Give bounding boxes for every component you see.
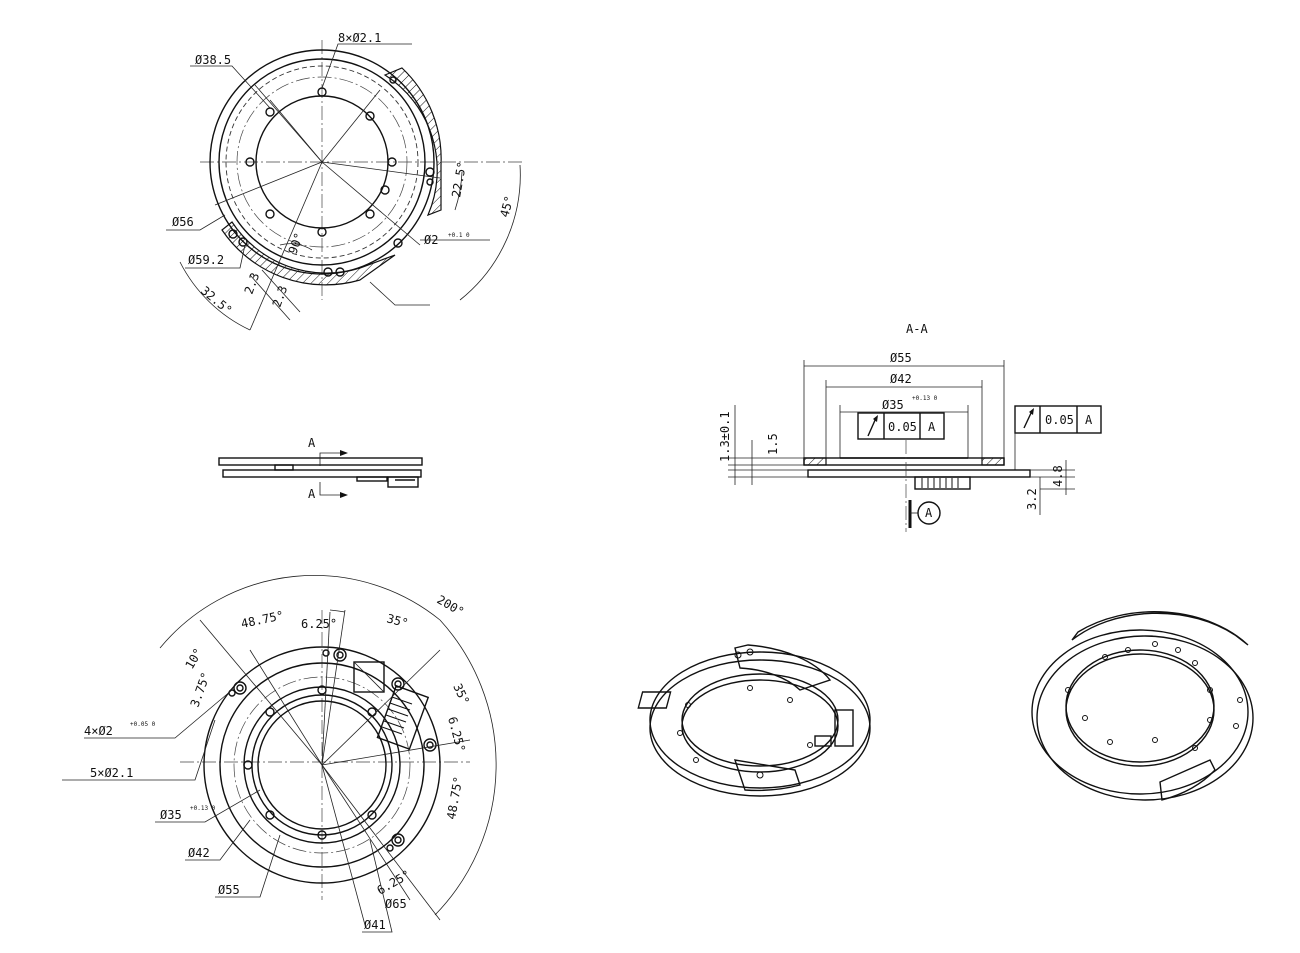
isometric-view-left	[637, 644, 871, 797]
bottom-tol-d35: +0.13 0	[190, 805, 216, 812]
top-dim-d56: Ø56	[172, 215, 194, 229]
runout-1-datum: A	[928, 420, 936, 434]
bottom-dim-48-75a: 48.75°	[240, 608, 285, 631]
runout-2-value: 0.05	[1045, 413, 1074, 427]
sec-dim-h-3-2: 3.2	[1025, 488, 1039, 510]
top-dim-90: 90°	[286, 231, 307, 256]
bottom-dim-10: 10°	[182, 646, 205, 672]
bottom-view: 200° 48.75° 6.25° 35° 10° 3.75° 35° 6.25…	[62, 575, 497, 933]
bottom-tol-4-holes: +0.05 0	[130, 721, 156, 728]
bottom-dim-d42: Ø42	[188, 846, 210, 860]
bottom-dim-4-holes: 4×Ø2	[84, 724, 113, 738]
section-mark-top: A	[308, 436, 316, 450]
top-dim-d38-5: Ø38.5	[195, 53, 231, 67]
top-dim-8-holes: 8×Ø2.1	[338, 31, 381, 45]
top-dim-32-5: 32.5°	[198, 284, 235, 318]
sec-dim-h-1-3: 1.3±0.1	[718, 411, 732, 462]
top-dim-22-5: 22.5°	[449, 161, 469, 199]
bottom-dim-6-25b: 6.25°	[445, 715, 468, 754]
outer-tab-right	[383, 67, 442, 217]
top-dim-hole-d2: Ø2	[424, 233, 438, 247]
section-title: A-A	[906, 322, 928, 336]
runout-2-datum: A	[1085, 413, 1093, 427]
bottom-dim-3-75: 3.75°	[188, 670, 214, 709]
bottom-dim-d35: Ø35	[160, 808, 182, 822]
outer-tab-bottom	[221, 221, 396, 286]
datum-a-label: A	[925, 506, 933, 520]
top-dim-2-3b: 2.3	[270, 284, 291, 309]
sec-dim-d42: Ø42	[890, 372, 912, 386]
runout-1-value: 0.05	[888, 420, 917, 434]
sec-tol-d35: +0.13 0	[912, 395, 938, 402]
top-view: Ø38.5 8×Ø2.1 Ø56 Ø59.2 Ø2 +0.1 0 22.5° 4…	[166, 31, 525, 331]
sec-dim-d35: Ø35	[882, 398, 904, 412]
bottom-dim-200: 200°	[435, 592, 467, 619]
top-dim-2-3a: 2.3	[242, 271, 263, 296]
top-dim-d59-2: Ø59.2	[188, 253, 224, 267]
section-mark-bottom: A	[308, 487, 316, 501]
bottom-dim-6-25c: 6.25°	[375, 867, 413, 897]
sec-dim-h-4-8: 4.8	[1051, 465, 1065, 487]
top-tol-hole-d2: +0.1 0	[448, 232, 470, 239]
bottom-dim-5-holes: 5×Ø2.1	[90, 766, 133, 780]
bottom-dim-35b: 35°	[450, 681, 472, 707]
bottom-dim-6-25a: 6.25°	[301, 617, 337, 631]
bottom-dim-d55: Ø55	[218, 883, 240, 897]
bottom-dim-d41: Ø41	[364, 918, 386, 932]
isometric-view-right	[1031, 611, 1254, 801]
sec-dim-h-1-5: 1.5	[766, 433, 780, 455]
side-view: A A	[218, 436, 423, 501]
top-dim-45: 45°	[497, 194, 516, 219]
section-view: A-A Ø55 Ø42 Ø35 +0.13 0 0.05 A 0.05 A	[718, 322, 1102, 532]
bottom-dim-d65: Ø65	[385, 897, 407, 911]
bottom-dim-35a: 35°	[385, 611, 410, 630]
sec-dim-d55: Ø55	[890, 351, 912, 365]
bottom-dim-48-75b: 48.75°	[444, 775, 465, 820]
